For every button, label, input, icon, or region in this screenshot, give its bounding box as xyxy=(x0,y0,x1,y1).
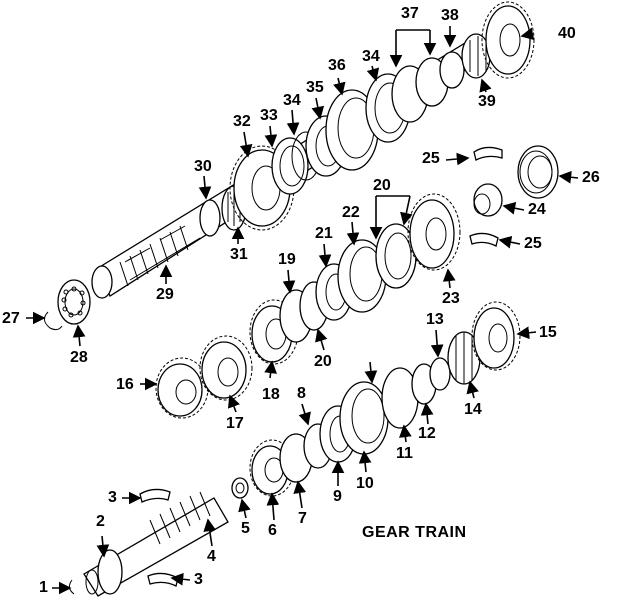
callout-25a: 25 xyxy=(422,150,440,167)
callout-11: 11 xyxy=(396,445,413,462)
callout-6: 6 xyxy=(268,522,277,539)
callout-8a: 8 xyxy=(297,385,306,402)
callout-1: 1 xyxy=(39,579,48,596)
callout-25b: 25 xyxy=(524,235,542,252)
callout-12: 12 xyxy=(418,425,436,442)
middle-shaft-assembly xyxy=(155,193,461,419)
shaft-splines xyxy=(119,225,189,287)
bearing-shell-25a xyxy=(473,146,503,161)
gear-17 xyxy=(199,335,253,401)
washer-13 xyxy=(429,357,451,391)
callout-40: 40 xyxy=(558,25,576,42)
callout-18: 18 xyxy=(262,386,280,403)
callout-14: 14 xyxy=(464,401,482,418)
callout-39: 39 xyxy=(478,93,496,110)
collar-30 xyxy=(199,199,221,237)
bearing-shell-3b xyxy=(147,572,179,587)
input-shaft-splines xyxy=(149,491,211,545)
bearing-shell-25b xyxy=(469,232,499,247)
callout-2: 2 xyxy=(96,513,105,530)
callout-7: 7 xyxy=(298,510,307,527)
callout-3a: 3 xyxy=(108,489,117,506)
callout-20b: 20 xyxy=(314,353,332,370)
diagram-title: GEAR TRAIN xyxy=(362,524,467,541)
cone-24 xyxy=(473,183,503,217)
callout-21: 21 xyxy=(315,225,333,242)
input-shaft-assembly xyxy=(68,477,249,597)
callout-17: 17 xyxy=(226,415,244,432)
callout-4: 4 xyxy=(207,548,216,565)
callout-34b: 34 xyxy=(362,48,380,65)
callout-9: 9 xyxy=(333,488,342,505)
callout-16: 16 xyxy=(116,376,134,393)
snap-ring-27 xyxy=(44,311,63,331)
gear-40 xyxy=(481,1,535,79)
callout-29: 29 xyxy=(156,286,174,303)
callout-33: 33 xyxy=(260,107,278,124)
callout-32: 32 xyxy=(233,113,251,130)
callout-13: 13 xyxy=(426,311,444,328)
callout-30: 30 xyxy=(194,158,212,175)
callout-31: 31 xyxy=(230,246,248,263)
callout-37: 37 xyxy=(401,5,419,22)
callout-36: 36 xyxy=(328,57,346,74)
snap-ring-1 xyxy=(68,579,75,595)
upper-shaft-assembly xyxy=(44,1,535,331)
callout-15: 15 xyxy=(539,324,557,341)
bearing-shell-3a xyxy=(139,488,171,503)
callout-19: 19 xyxy=(278,251,296,268)
callout-24: 24 xyxy=(528,201,546,218)
callout-5: 5 xyxy=(241,520,250,537)
callout-28: 28 xyxy=(70,349,88,366)
gear-23 xyxy=(407,193,461,271)
bearing-28 xyxy=(57,279,91,325)
callout-38: 38 xyxy=(441,7,459,24)
callout-35: 35 xyxy=(306,79,324,96)
washer-5 xyxy=(231,477,249,499)
callout-23: 23 xyxy=(442,290,460,307)
callout-22: 22 xyxy=(342,204,360,221)
gear-15 xyxy=(471,301,521,371)
callout-27: 27 xyxy=(2,310,20,327)
bearing-26 xyxy=(517,145,559,199)
collar-38 xyxy=(439,51,465,89)
callout-3b: 3 xyxy=(194,571,203,588)
sleeve-10 xyxy=(339,381,389,455)
callout-20a: 20 xyxy=(373,177,391,194)
callout-26: 26 xyxy=(582,169,600,186)
callout-34a: 34 xyxy=(283,92,301,109)
synchro-ring-33 xyxy=(271,137,309,195)
leader-lines xyxy=(26,26,579,595)
callout-10: 10 xyxy=(356,475,374,492)
